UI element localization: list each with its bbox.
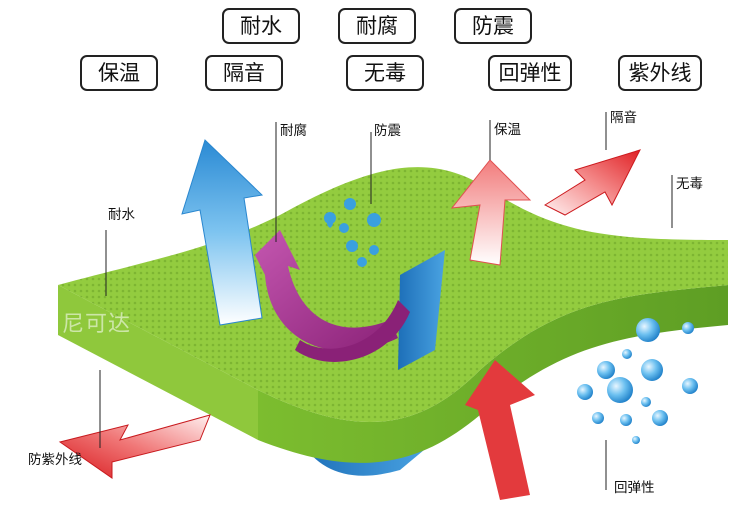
watermark: 尼可达 — [62, 312, 132, 337]
fabric-top — [58, 167, 728, 423]
callout-insulation: 保温 — [494, 122, 521, 138]
water-drops — [324, 198, 381, 267]
water-arrow — [181, 139, 264, 326]
corrosion-arrow — [255, 230, 398, 351]
callout-corrosion: 耐腐 — [280, 123, 307, 139]
label-nontoxic: 无毒 — [346, 55, 424, 91]
callout-sound: 隔音 — [610, 110, 637, 126]
label-water-resistant: 耐水 — [222, 8, 300, 44]
callout-nontoxic: 无毒 — [676, 176, 703, 192]
label-corrosion-resistant: 耐腐 — [338, 8, 416, 44]
shock-bar — [398, 250, 445, 370]
label-shockproof: 防震 — [454, 8, 532, 44]
shock-curve — [295, 300, 410, 362]
callout-water: 耐水 — [108, 207, 135, 223]
fabric-edge — [58, 285, 258, 440]
label-elasticity: 回弹性 — [488, 55, 572, 91]
insulation-arrow — [450, 159, 532, 266]
callout-uv: 防紫外线 — [28, 452, 82, 468]
callout-lines — [99, 112, 673, 490]
label-soundproof: 隔音 — [205, 55, 283, 91]
callout-elastic: 回弹性 — [614, 480, 655, 496]
elastic-bubbles — [577, 318, 698, 444]
uv-arrow-bottom — [58, 414, 211, 479]
label-insulation: 保温 — [80, 55, 158, 91]
label-uv: 紫外线 — [618, 55, 702, 91]
red-arrow-bottom-center — [465, 360, 535, 500]
sound-arrow — [543, 149, 641, 216]
callout-shock: 防震 — [374, 123, 401, 139]
